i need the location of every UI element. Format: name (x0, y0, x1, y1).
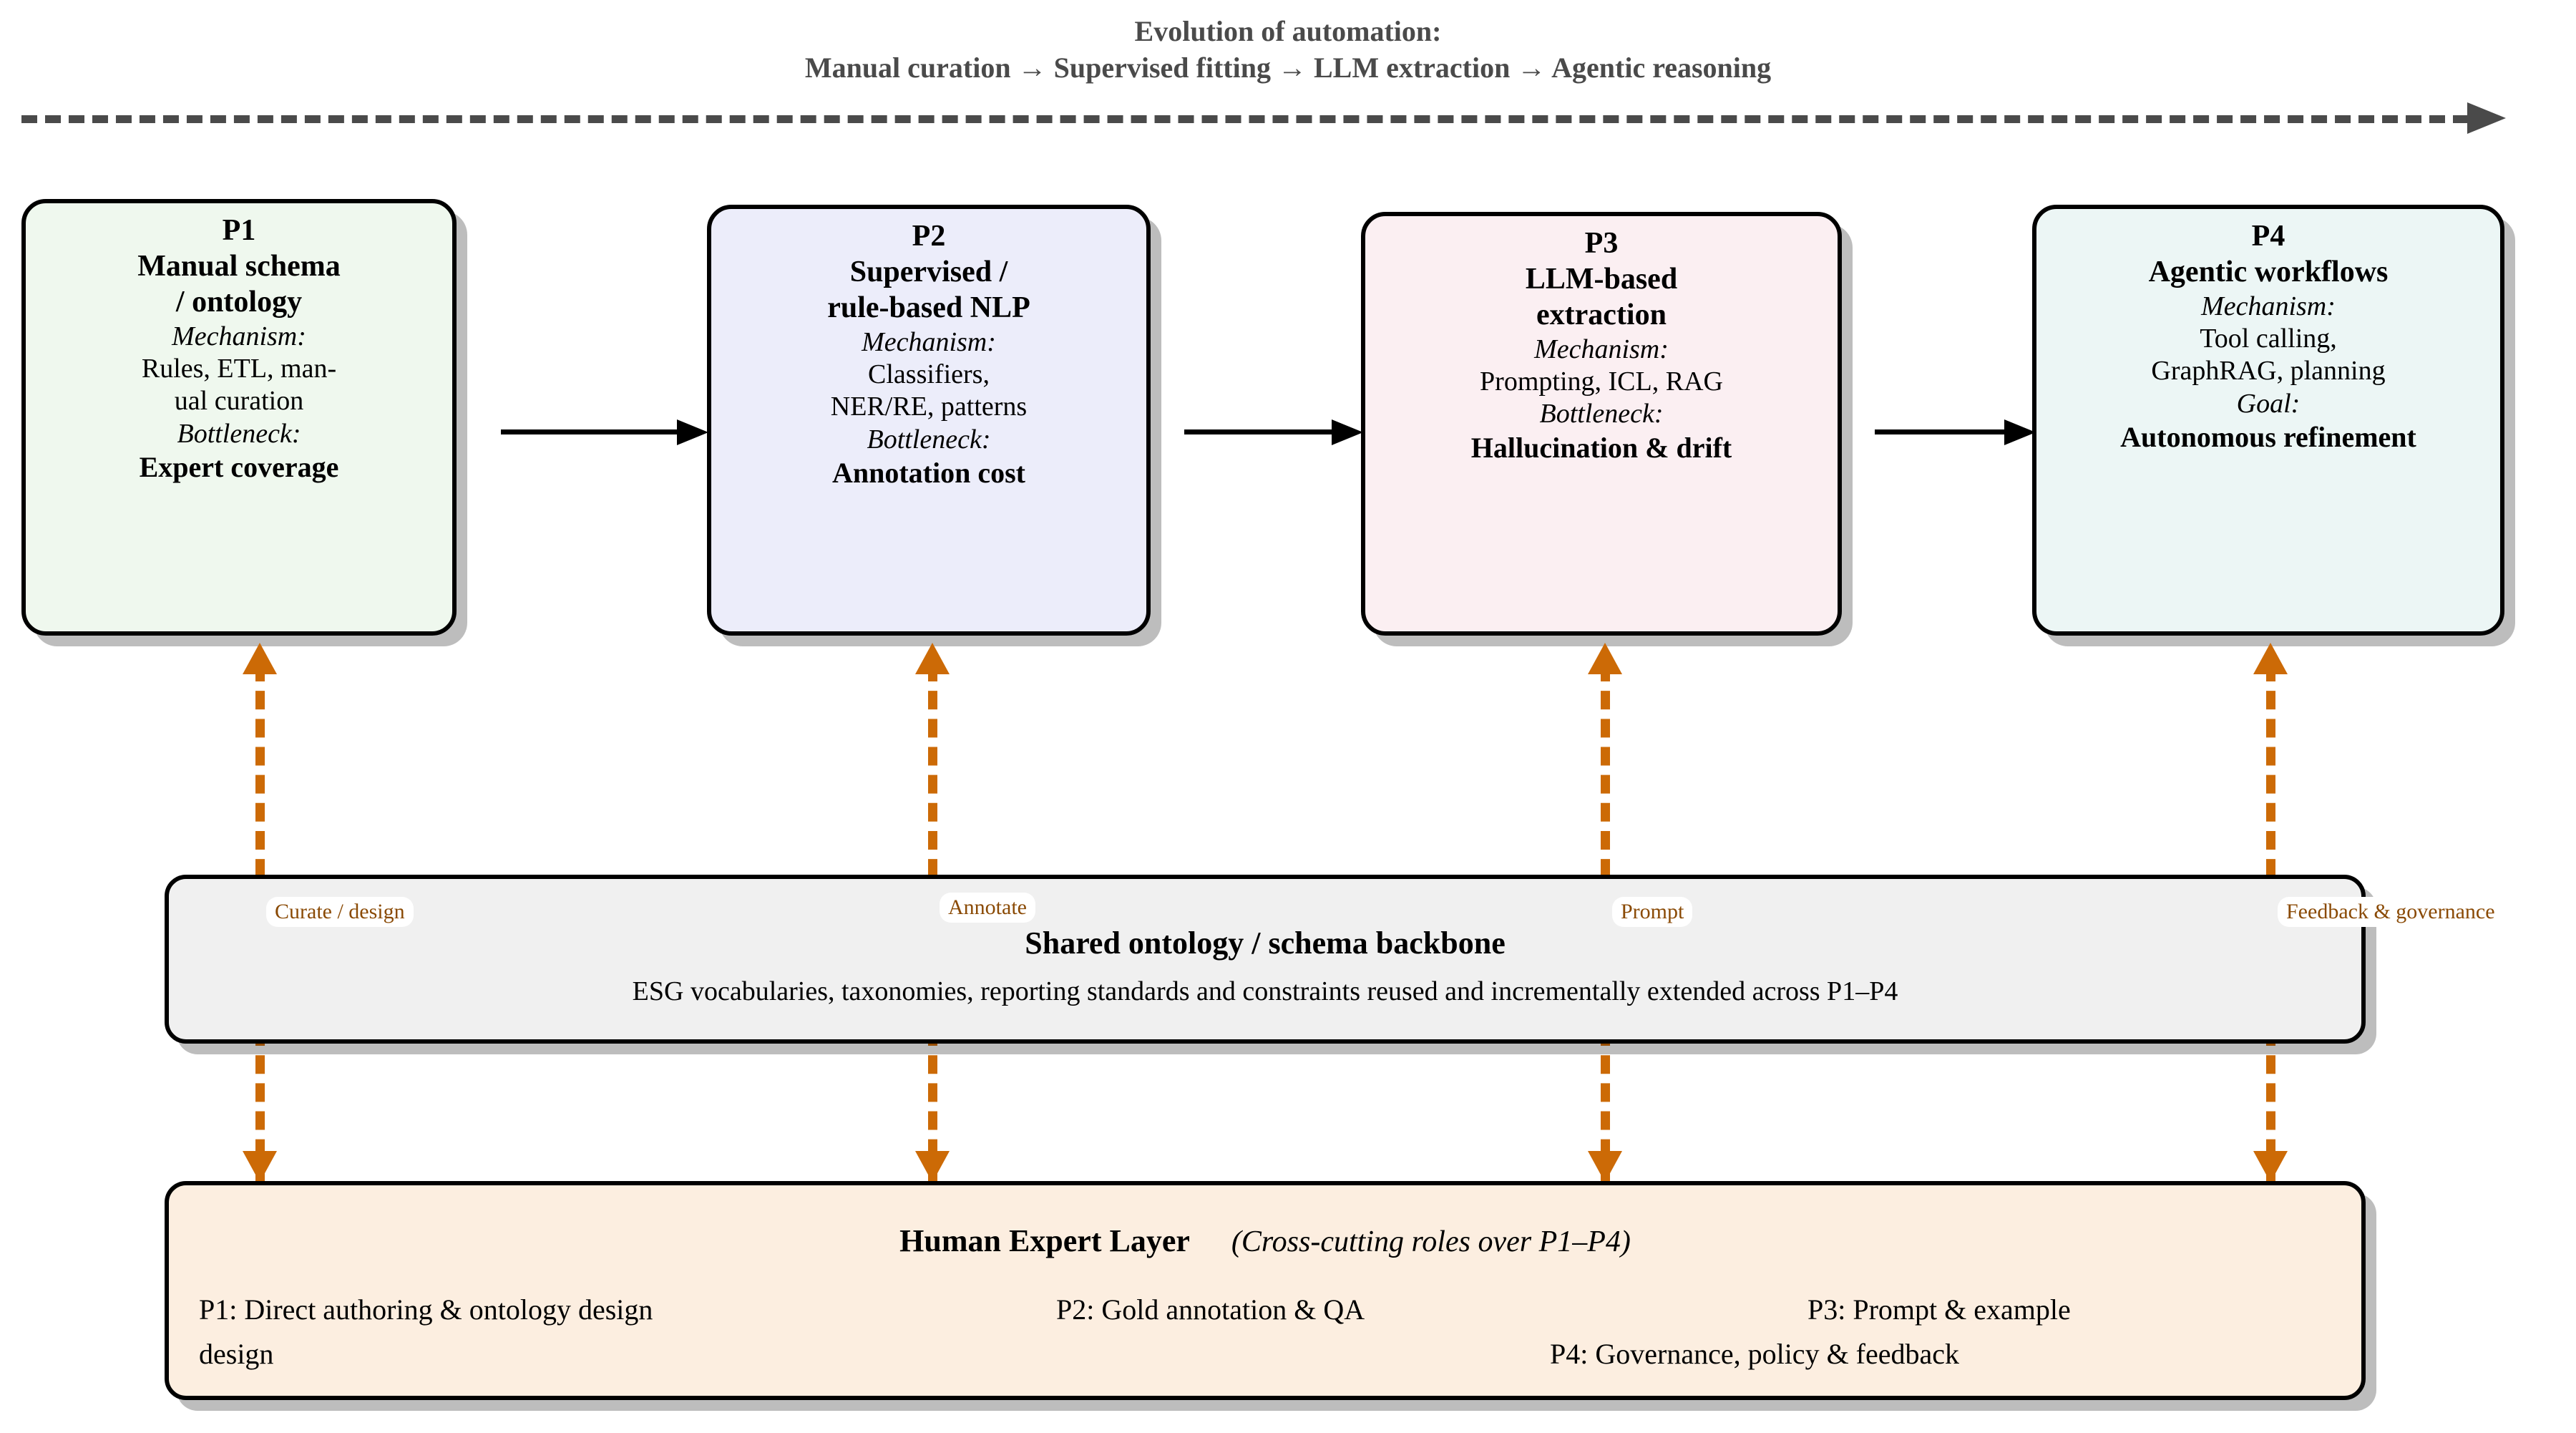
phase-box-p3[interactable]: P3 LLM-based extraction Mechanism: Promp… (1361, 212, 1842, 636)
edge-label-prompt: Prompt (1612, 897, 1693, 927)
phase-p2-mechanism-label: Mechanism: (862, 326, 996, 357)
phase-p3-mechanism-label: Mechanism: (1534, 334, 1669, 364)
phase-p4-mechanism-line1: Tool calling, (2200, 324, 2337, 354)
phase-box-p1[interactable]: P1 Manual schema / ontology Mechanism: R… (21, 199, 457, 636)
phase-p1-bottleneck-label: Bottleneck: (177, 418, 301, 449)
phase-p4-bottleneck-value: Autonomous refinement (2120, 420, 2416, 453)
phase-p4-id: P4 (2251, 220, 2285, 253)
human-role-p1: P1: Direct authoring & ontology design (199, 1293, 653, 1326)
feedback-arrowhead-down-icon-p3 (1588, 1151, 1622, 1182)
phase-p4-title-line1: Agentic workflows (2148, 255, 2389, 288)
human-expert-layer[interactable]: Human Expert Layer (Cross-cutting roles … (165, 1181, 2366, 1400)
phase-p4-mechanism-label: Mechanism: (2201, 291, 2336, 321)
phase-box-p2[interactable]: P2 Supervised / rule-based NLP Mechanism… (707, 205, 1151, 636)
phase-p3-bottleneck-label: Bottleneck: (1539, 399, 1664, 429)
connector-arrowhead-icon (2004, 419, 2036, 445)
connector-arrow-p3-to-p4 (1875, 417, 2036, 446)
shared-ontology-band[interactable]: Shared ontology / schema backbone ESG vo… (165, 875, 2366, 1044)
phase-p4-bottleneck-label: Goal: (2236, 388, 2301, 419)
feedback-arrowhead-down-icon-p4 (2253, 1151, 2288, 1182)
phase-p1-mechanism-line2: ual curation (174, 386, 304, 417)
connector-shaft (501, 429, 678, 434)
human-layer-title: Human Expert Layer (899, 1223, 1190, 1258)
phase-p1-bottleneck-value: Expert coverage (139, 450, 339, 483)
edge-label-curate-design: Curate / design (266, 897, 414, 927)
phase-p3-title-line2: extraction (1536, 298, 1667, 331)
phase-box-p4[interactable]: P4 Agentic workflows Mechanism: Tool cal… (2032, 205, 2504, 636)
phase-p2-id: P2 (912, 220, 946, 253)
timeline-header: Evolution of automation: Manual curation… (0, 13, 2576, 86)
phase-p2-title-line2: rule-based NLP (827, 291, 1030, 324)
human-layer-title-row: Human Expert Layer (Cross-cutting roles … (169, 1223, 2361, 1259)
phase-p3-id: P3 (1584, 227, 1619, 260)
phase-p2-mechanism-line1: Classifiers, (868, 359, 990, 390)
phase-p1-title-line2: / ontology (175, 285, 303, 319)
phase-p1-mechanism-line1: Rules, ETL, man- (141, 354, 337, 384)
connector-shaft (1875, 429, 2006, 434)
connector-arrowhead-icon (677, 419, 708, 445)
connector-arrow-p1-to-p2 (501, 417, 708, 446)
timeline-dashed-line (21, 115, 2469, 123)
timeline-arrowhead-icon (2467, 102, 2506, 134)
feedback-arrowhead-down-icon-p1 (243, 1151, 277, 1182)
ontology-band-title: Shared ontology / schema backbone (1025, 926, 1506, 961)
connector-arrowhead-icon (1332, 419, 1363, 445)
phase-p3-title-line1: LLM-based (1525, 262, 1678, 296)
phase-p3-mechanism-line1: Prompting, ICL, RAG (1480, 366, 1723, 397)
human-role-p4: P4: Governance, policy & feedback (1550, 1338, 1960, 1370)
phase-p2-bottleneck-value: Annotation cost (831, 456, 1026, 489)
human-role-p1-overflow: design (199, 1338, 274, 1370)
edge-label-feedback-governance: Feedback & governance (2278, 897, 2504, 927)
human-layer-subtitle: (Cross-cutting roles over P1–P4) (1231, 1225, 1631, 1258)
timeline-header-line1: Evolution of automation: (1134, 15, 1442, 47)
timeline-axis (21, 102, 2526, 134)
phase-p1-title-line1: Manual schema (137, 249, 341, 283)
phase-p1-mechanism-label: Mechanism: (172, 321, 306, 351)
connector-shaft (1184, 429, 1333, 434)
edge-label-annotate: Annotate (940, 893, 1035, 923)
phase-p1-id: P1 (222, 214, 256, 247)
human-role-p2: P2: Gold annotation & QA (1056, 1293, 1365, 1326)
timeline-header-line2: Manual curation → Supervised fitting → L… (804, 52, 1772, 84)
phase-p2-mechanism-line2: NER/RE, patterns (830, 392, 1028, 422)
phase-p2-title-line1: Supervised / (849, 255, 1008, 288)
connector-arrow-p2-to-p3 (1184, 417, 1363, 446)
phase-p3-bottleneck-value: Hallucination & drift (1470, 431, 1732, 464)
feedback-arrowhead-down-icon-p2 (915, 1151, 950, 1182)
phase-p4-mechanism-line2: GraphRAG, planning (2151, 356, 2386, 387)
ontology-band-subtitle: ESG vocabularies, taxonomies, reporting … (632, 976, 1898, 1006)
phase-p2-bottleneck-label: Bottleneck: (867, 424, 991, 455)
human-role-p3: P3: Prompt & example (1807, 1293, 2071, 1326)
